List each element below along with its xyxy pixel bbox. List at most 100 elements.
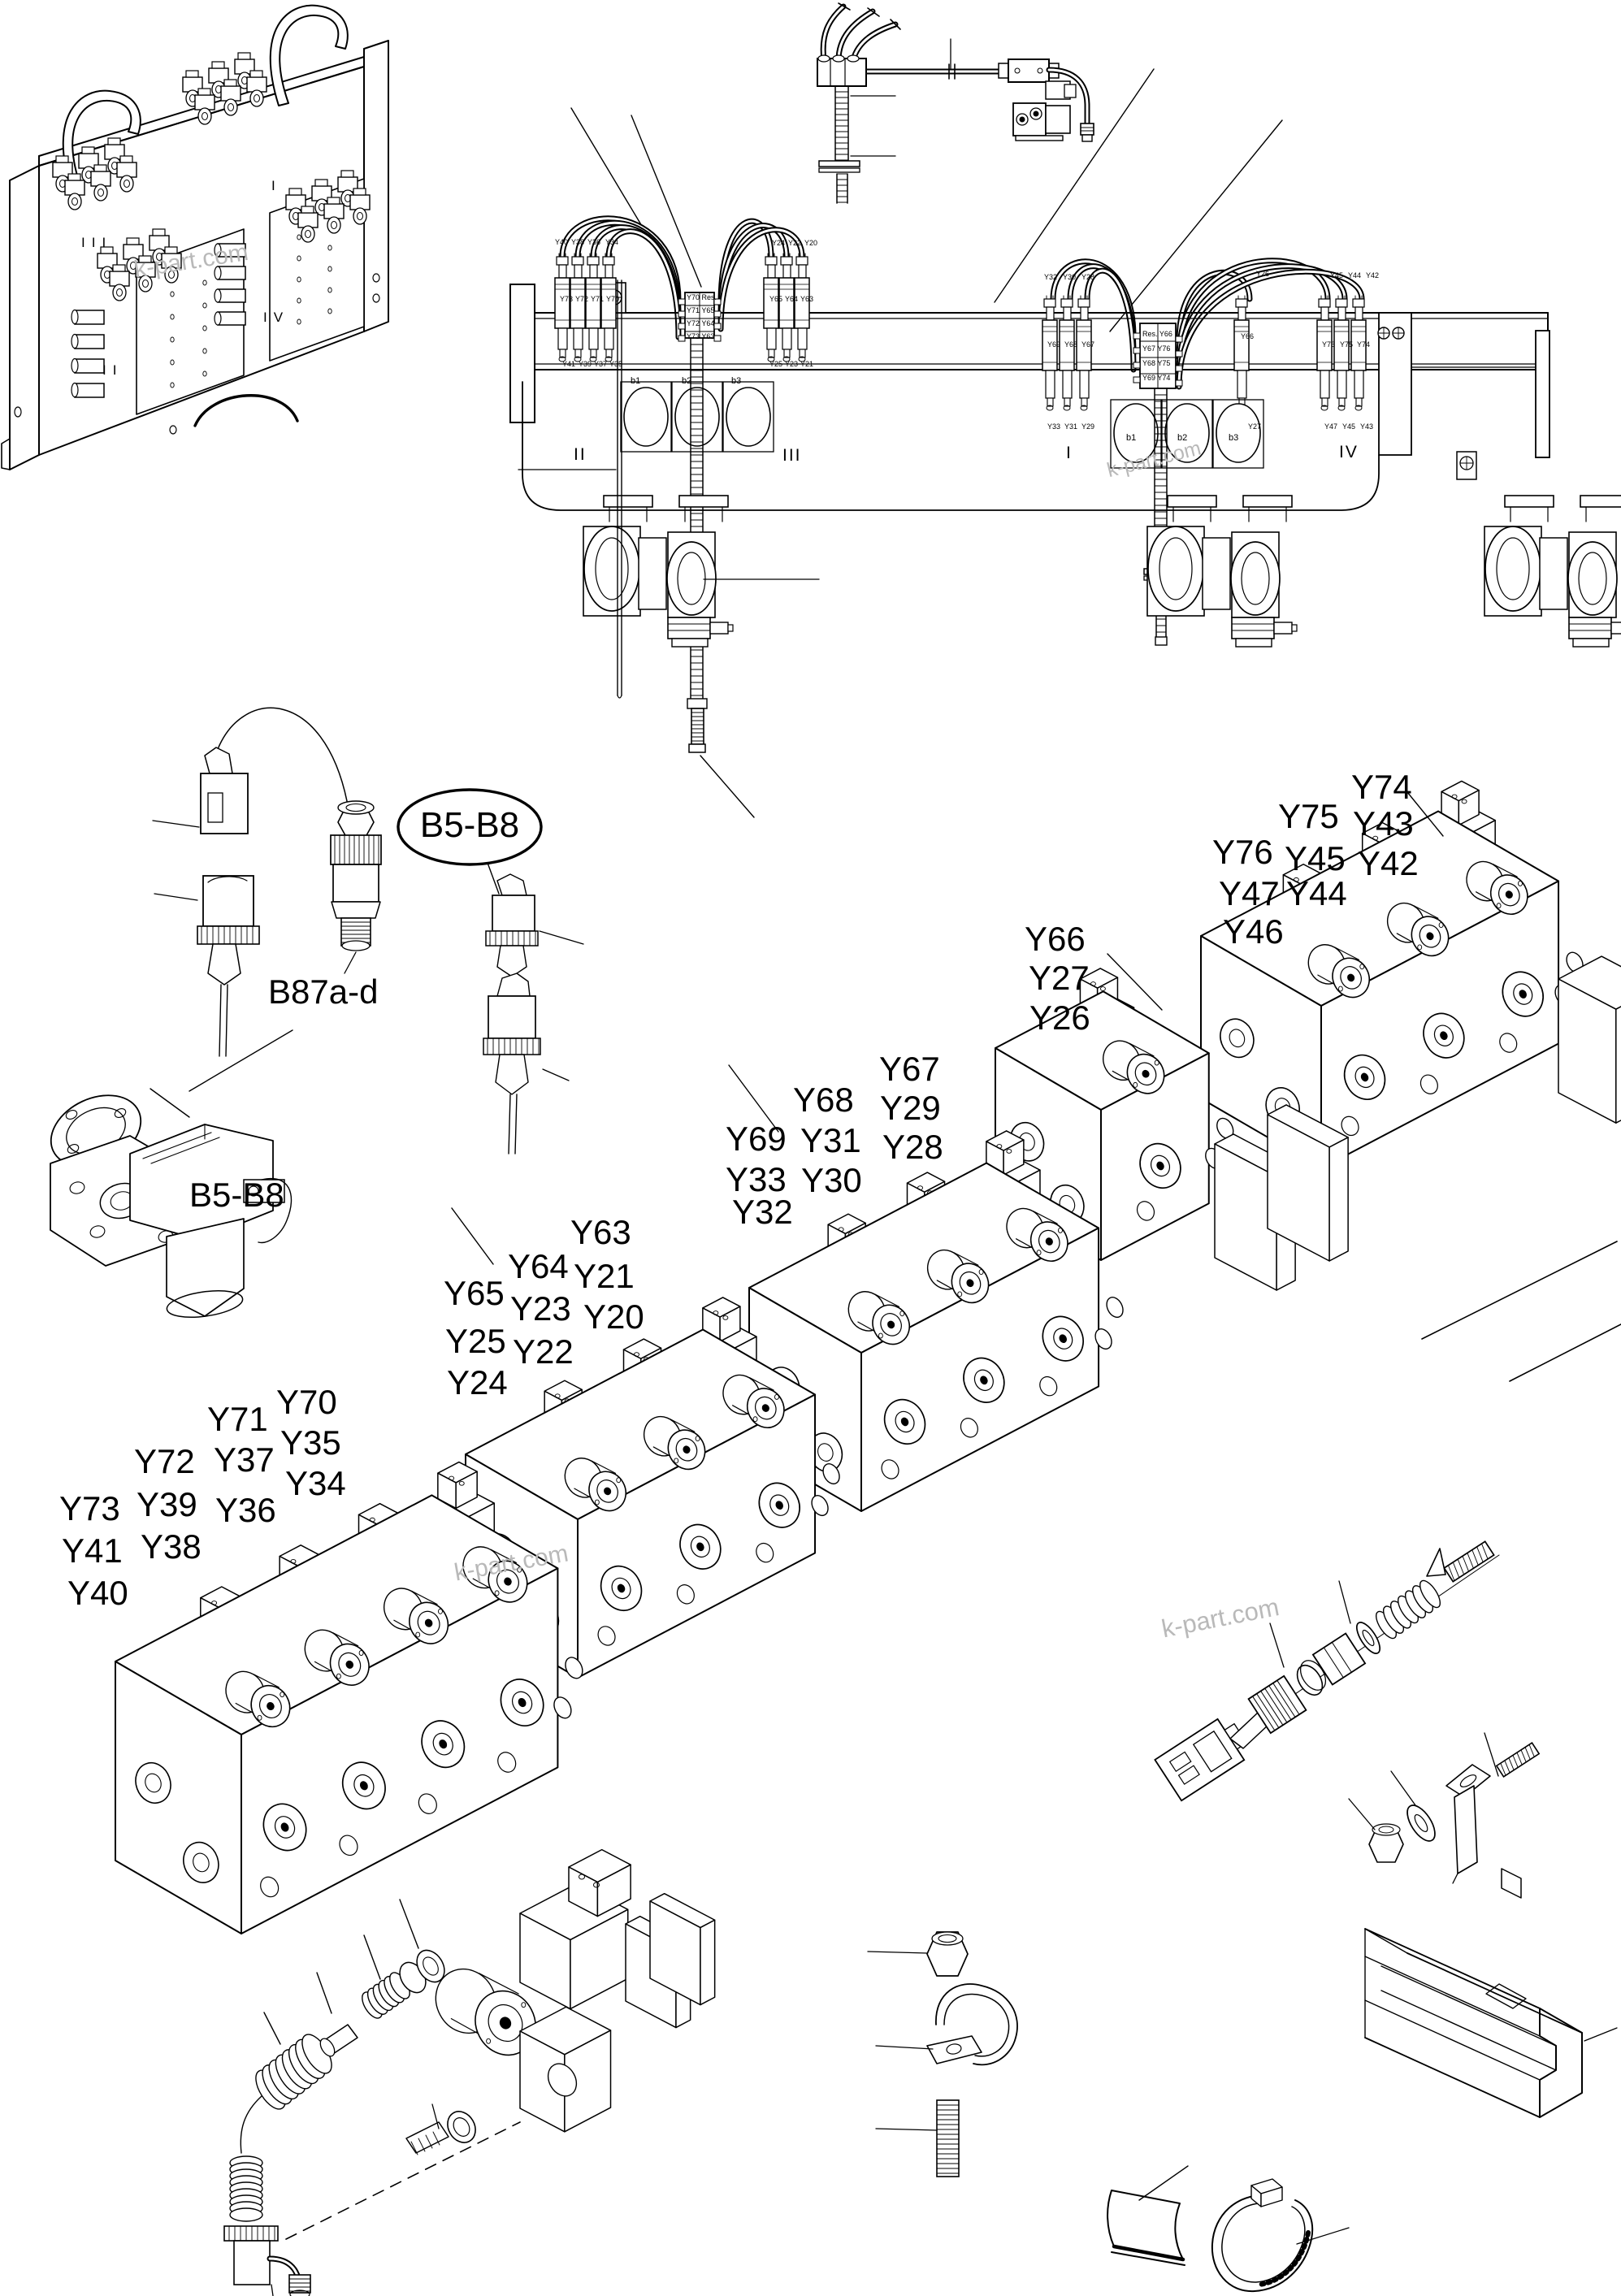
solenoid-id-label: Y71 Y65 — [687, 306, 715, 314]
valve-label: Y66 — [1025, 920, 1086, 958]
solenoid-id-label: Y47 — [1324, 422, 1338, 431]
solenoid-id-label: Y75 — [1340, 340, 1354, 349]
valve-label: Y73 — [59, 1489, 120, 1527]
solenoid-id-label: Res. Y66 — [1142, 330, 1172, 338]
solenoid-id-label: Y42 — [1366, 271, 1380, 279]
valve-label: Y46 — [1223, 912, 1284, 951]
panel-section-label: IV — [263, 310, 290, 325]
valve-label: Y64 — [508, 1247, 569, 1285]
solenoid-id-label: Y68 Y75 — [1142, 359, 1171, 367]
solenoid-id-label: Y27 — [1248, 422, 1262, 431]
valve-label: Y35 — [280, 1423, 341, 1462]
solenoid-id-label: Y64 — [785, 295, 799, 303]
valve-label: Y24 — [447, 1363, 508, 1401]
solenoid-id-label: Y76 — [1322, 340, 1336, 349]
solenoid-id-label: Y31 — [1064, 422, 1078, 431]
solenoid-id-label: Y30 — [1063, 273, 1077, 281]
sump-label: b3 — [731, 376, 742, 386]
solenoid-id-label: Y67 — [1081, 340, 1095, 349]
valve-label: Y40 — [67, 1574, 128, 1612]
panel-section-label: II — [102, 362, 124, 378]
valve-label: Y63 — [570, 1213, 631, 1251]
valve-label: Y70 — [276, 1383, 337, 1421]
front-section-label: IV — [1339, 443, 1359, 461]
valve-label: Y20 — [583, 1297, 644, 1336]
valve-label: Y68 — [793, 1081, 854, 1119]
valve-label: Y45 — [1285, 839, 1346, 877]
solenoid-id-label: Y63 — [800, 295, 814, 303]
valve-label: Y65 — [444, 1274, 505, 1312]
solenoid-id-label: Y68 — [1064, 340, 1078, 349]
solenoid-id-label: Y70 Res. — [687, 293, 717, 301]
solenoid-id-label: Y71 — [591, 295, 605, 303]
solenoid-id-label: Y23 — [785, 360, 799, 368]
solenoid-id-label: Y73 Y63 — [687, 332, 715, 340]
sump-label: b2 — [682, 376, 692, 386]
valve-label: Y34 — [285, 1464, 346, 1502]
solenoid-id-label: Y26 — [1256, 270, 1270, 278]
solenoid-id-label: Y67 Y76 — [1142, 344, 1171, 353]
valve-label: Y41 — [62, 1531, 123, 1570]
valve-label: Y23 — [510, 1289, 571, 1328]
solenoid-id-label: Y65 — [769, 295, 783, 303]
valve-label: Y32 — [732, 1193, 793, 1231]
solenoid-id-label: Y20 — [804, 239, 818, 247]
valve-label: Y21 — [574, 1257, 635, 1295]
valve-label: Y69 — [726, 1120, 787, 1158]
valve-label: Y47 — [1219, 874, 1280, 912]
solenoid-id-label: Y32 — [1044, 273, 1058, 281]
valve-label: Y74 — [1351, 768, 1412, 806]
valve-label: Y38 — [141, 1527, 202, 1566]
pressure-sensor-label: B87a-d — [268, 973, 379, 1011]
solenoid-id-label: Y40 — [555, 238, 569, 246]
solenoid-id-label: Y37 — [594, 360, 608, 368]
solenoid-id-label: Y74 — [1357, 340, 1371, 349]
valve-label: Y75 — [1278, 797, 1339, 835]
valve-label: Y29 — [880, 1089, 941, 1127]
solenoid-id-label: Y43 — [1360, 422, 1374, 431]
valve-label: Y22 — [513, 1332, 574, 1371]
solenoid-id-label: Y22 — [788, 239, 802, 247]
front-section-label: III — [782, 446, 802, 465]
valve-label: Y36 — [215, 1491, 276, 1529]
valve-label: Y44 — [1286, 874, 1347, 912]
solenoid-id-label: Y69 Y74 — [1142, 374, 1171, 382]
solenoid-id-label: Y41 — [562, 360, 576, 368]
front-section-label: II — [574, 445, 587, 464]
sump-label: b1 — [631, 376, 641, 386]
solenoid-id-label: Y38 — [571, 238, 585, 246]
valve-label: Y27 — [1029, 959, 1090, 997]
solenoid-id-label: Y33 — [1047, 422, 1061, 431]
valve-label: Y33 — [726, 1160, 787, 1198]
valve-label: Y67 — [879, 1050, 940, 1088]
panel-section-label: III — [81, 235, 113, 250]
solenoid-id-label: Y25 — [769, 360, 783, 368]
valve-label: Y26 — [1029, 999, 1090, 1037]
solenoid-id-label: Y24 — [772, 239, 786, 247]
solenoid-id-label: Y35 — [609, 360, 623, 368]
sump-label: b3 — [1229, 433, 1239, 443]
valve-label: Y37 — [214, 1440, 275, 1479]
valve-label: Y43 — [1353, 804, 1414, 843]
solenoid-id-label: Y28 — [1081, 273, 1095, 281]
solenoid-id-label: Y66 — [1241, 332, 1255, 340]
solenoid-id-label: Y44 — [1348, 271, 1362, 279]
solenoid-id-label: Y70 — [606, 295, 620, 303]
solenoid-id-label: Y45 — [1330, 271, 1344, 279]
solenoid-id-label: Y29 — [1081, 422, 1095, 431]
valve-label: Y76 — [1212, 833, 1273, 871]
solenoid-id-label: Y45 — [1342, 422, 1356, 431]
sump-label: b2 — [1177, 433, 1188, 443]
front-section-label: I — [1066, 444, 1073, 462]
solenoid-id-label: Y21 — [800, 360, 814, 368]
panel-section-label: I — [271, 178, 282, 193]
connector-range-balloon-label: B5-B8 — [419, 805, 520, 846]
valve-label: Y25 — [445, 1322, 506, 1360]
solenoid-id-label: Y69 — [1047, 340, 1061, 349]
valve-label: Y28 — [882, 1128, 943, 1166]
solenoid-id-label: Y72 — [575, 295, 589, 303]
solenoid-id-label: Y73 — [560, 295, 574, 303]
valve-label: Y42 — [1358, 844, 1419, 882]
valve-label: Y71 — [207, 1400, 268, 1438]
